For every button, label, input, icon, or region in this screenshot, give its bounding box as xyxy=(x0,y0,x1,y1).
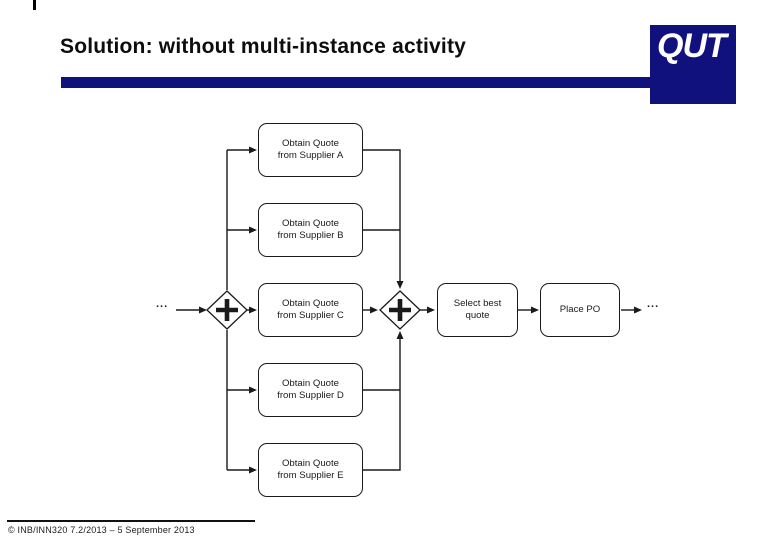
footer-copyright: © INB/INN320 7.2/2013 – 5 September 2013 xyxy=(8,525,195,535)
arrowhead-place xyxy=(531,306,539,314)
footer-divider xyxy=(7,520,255,522)
task-select-best-quote: Select best quote xyxy=(437,283,518,337)
page-title: Solution: without multi-instance activit… xyxy=(60,35,467,58)
arrowhead-task-e xyxy=(249,466,257,474)
arrowhead-select xyxy=(427,306,435,314)
parallel-join-gateway xyxy=(379,290,421,330)
plus-icon xyxy=(389,299,411,321)
join-rail-bottom xyxy=(363,337,401,471)
arrowhead-task-b xyxy=(249,226,257,234)
arrowhead-task-c xyxy=(249,306,257,314)
join-rail-top xyxy=(363,149,401,283)
parallel-split-gateway xyxy=(206,290,248,330)
arrowhead-task-d xyxy=(249,386,257,394)
task-label: Select best xyxy=(453,297,502,309)
arrowhead-into-split xyxy=(199,306,207,314)
task-obtain-quote-supplier-b: Obtain Quote from Supplier B xyxy=(258,203,363,257)
qut-logo-text: QUT xyxy=(657,27,727,65)
task-label: Obtain Quote xyxy=(281,457,340,469)
task-obtain-quote-supplier-e: Obtain Quote from Supplier E xyxy=(258,443,363,497)
qut-logo: QUT xyxy=(650,25,736,104)
arrowhead-out xyxy=(634,306,642,314)
task-label: Obtain Quote xyxy=(281,297,340,309)
task-label: from Supplier D xyxy=(277,390,344,401)
arrowhead-join-bottom xyxy=(396,331,404,339)
task-obtain-quote-supplier-c: Obtain Quote from Supplier C xyxy=(258,283,363,337)
task-obtain-quote-supplier-a: Obtain Quote from Supplier A xyxy=(258,123,363,177)
task-label: from Supplier B xyxy=(277,230,344,241)
task-label: Obtain Quote xyxy=(281,217,340,229)
scan-artifact-tick xyxy=(33,0,36,10)
task-label: from Supplier E xyxy=(277,470,344,481)
arrowhead-join-top xyxy=(396,281,404,289)
task-label: Obtain Quote xyxy=(281,137,340,149)
plus-icon xyxy=(216,299,238,321)
task-label: Obtain Quote xyxy=(281,377,340,389)
task-label: Place PO xyxy=(559,303,601,315)
title-underline-bar xyxy=(61,77,650,88)
flow-continues-left: ... xyxy=(156,298,169,310)
task-label: quote xyxy=(465,310,490,321)
task-label: from Supplier A xyxy=(277,150,344,161)
task-obtain-quote-supplier-d: Obtain Quote from Supplier D xyxy=(258,363,363,417)
arrowhead-task-a xyxy=(249,146,257,154)
arrowhead-join-left xyxy=(370,306,378,314)
task-place-po: Place PO xyxy=(540,283,620,337)
flow-continues-right: ... xyxy=(647,298,660,310)
task-label: from Supplier C xyxy=(277,310,344,321)
